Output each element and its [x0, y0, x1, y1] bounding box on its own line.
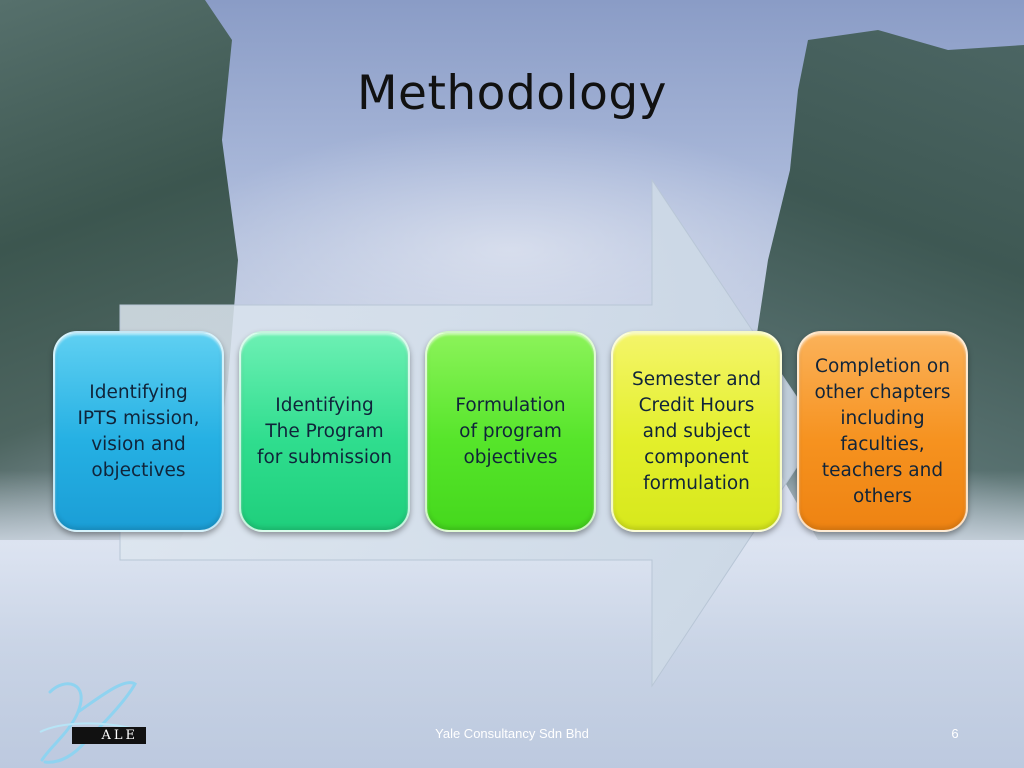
step-1-label: Identifying IPTS mission, vision and obj… [77, 381, 200, 481]
page-number: 6 [951, 726, 959, 741]
step-1-box: Identifying IPTS mission, vision and obj… [53, 331, 224, 532]
step-3-box: Formulation of program objectives [425, 331, 596, 532]
slide-title: Methodology [357, 66, 667, 121]
footer-company: Yale Consultancy Sdn Bhd [435, 726, 589, 741]
step-5-box: Completion on other chapters including f… [797, 331, 968, 532]
step-2-label: Identifying The Program for submission [256, 394, 393, 468]
step-2-box: Identifying The Program for submission [239, 331, 410, 532]
step-4-box: Semester and Credit Hours and subject co… [611, 331, 782, 532]
step-5-label: Completion on other chapters including f… [814, 355, 951, 507]
logo-wordmark: ALE [72, 727, 146, 744]
step-4-label: Semester and Credit Hours and subject co… [631, 368, 762, 494]
step-3-label: Formulation of program objectives [455, 394, 566, 468]
yale-logo-icon [39, 681, 141, 764]
